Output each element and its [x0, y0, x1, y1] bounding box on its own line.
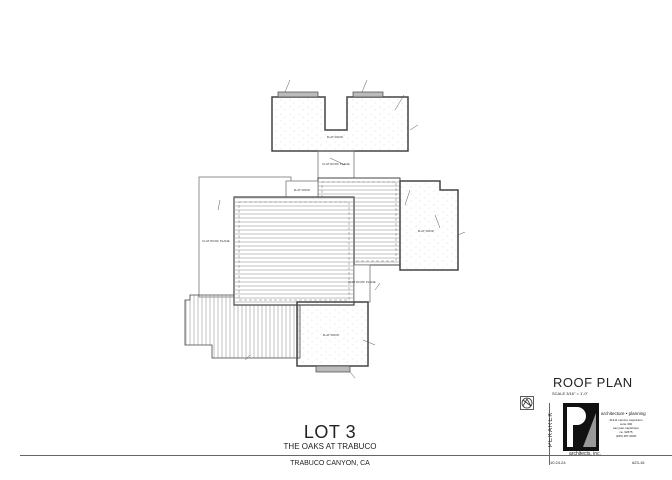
firm-vertical-name: PEKAREK [548, 411, 554, 447]
project-location: TRABUCO CANYON, CA [290, 460, 370, 467]
firm-services: architecture • planning [601, 411, 646, 416]
flat-roof-right [399, 180, 459, 271]
sheet-date: 10.24.24 [550, 460, 566, 465]
lot-number: LOT 3 [303, 422, 357, 442]
divider [20, 455, 672, 456]
chimney [315, 365, 351, 373]
firm-address: 31411 camino capistrano suite 300 san ju… [609, 418, 643, 438]
roof-label: FLAT ROOF PLANE [202, 239, 229, 243]
roof-label: FLAT ROOF PLANE [348, 280, 375, 284]
flat-roof-plane-center [353, 264, 371, 303]
project-name: THE OAKS AT TRABUCO [283, 442, 377, 451]
roof-label: FLAT ROOF PLANE [322, 162, 349, 166]
flat-roof-top [271, 96, 409, 152]
sheet-title: ROOF PLAN [553, 375, 633, 390]
flat-roof-bottom [296, 301, 369, 367]
job-number: #23-16 [632, 460, 645, 465]
firm-logo [563, 403, 599, 451]
roof-label: FLAT ROOF [327, 135, 344, 139]
scale-note: SCALE 3/16" = 1'-0" [552, 391, 588, 396]
north-arrow-icon [520, 396, 534, 410]
firm-name: architects, inc. [569, 451, 601, 457]
roof-label: FLAT ROOF [323, 333, 340, 337]
roof-label: FLAT ROOF [294, 188, 311, 192]
chimney [352, 91, 384, 98]
divider [549, 403, 550, 465]
roof-label: FLAT ROOF [418, 229, 435, 233]
chimney [277, 91, 319, 98]
